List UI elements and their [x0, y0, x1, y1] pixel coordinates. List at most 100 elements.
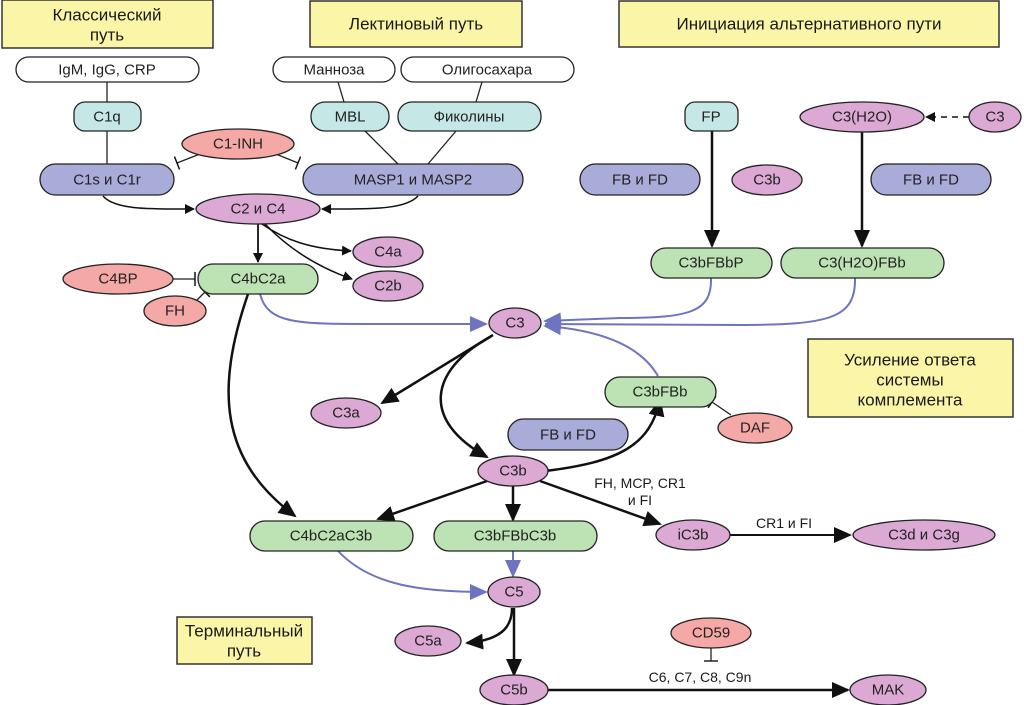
- node-c3bfbb: C3bFBb: [604, 376, 717, 408]
- node-c3a: C3a: [310, 397, 382, 429]
- node-ficolins: Фиколины: [397, 101, 542, 132]
- node-label: C3: [505, 315, 524, 332]
- node-label: C3bFBbC3b: [474, 528, 557, 545]
- node-label: CD59: [692, 625, 730, 642]
- node-label: C3bFBb: [632, 384, 687, 401]
- title-classical-line-1: Классический: [52, 6, 161, 25]
- node-fh: FH: [143, 295, 207, 327]
- node-label: C2 и C4: [230, 201, 285, 218]
- edges: [102, 81, 969, 698]
- edge-c4bc2a-to-c3: [259, 293, 488, 332]
- node-ic3b: iC3b: [655, 519, 731, 551]
- node-label: FB и FD: [540, 427, 596, 444]
- title-amplification-line-1: Усиление ответа: [844, 351, 976, 370]
- node-c3d-c3g: C3d и C3g: [852, 519, 996, 551]
- node-label: C4bC2aC3b: [290, 528, 373, 545]
- edge-masp-to-c2c4: [321, 195, 419, 215]
- title-alternative-text: Инициация альтернативного пути: [677, 15, 942, 34]
- edge-label-c3b-to-ic3b-line-2: и FI: [628, 492, 652, 508]
- node-label: C4a: [374, 244, 402, 261]
- node-label: C3(H2O)FBb: [818, 255, 906, 272]
- node-mannose: Манноза: [272, 56, 396, 83]
- node-c2b: C2b: [352, 270, 424, 302]
- node-label: C3d и C3g: [888, 527, 960, 544]
- node-c3b-alt: C3b: [731, 164, 803, 196]
- title-classical: Классический путь: [1, 0, 214, 49]
- node-c3b: C3b: [477, 455, 549, 487]
- node-mbl: MBL: [310, 101, 390, 132]
- edge-c3b-to-ic3b: [539, 479, 662, 527]
- edge-c5-to-c5a: [465, 607, 514, 650]
- node-label: C1-INH: [213, 136, 263, 153]
- title-amplification-line-3: комплемента: [858, 391, 963, 410]
- node-label: C3b: [753, 172, 781, 189]
- node-label: Манноза: [304, 62, 366, 79]
- node-c4bc2a: C4bC2a: [197, 263, 319, 295]
- node-label: C1q: [93, 109, 121, 126]
- node-label: C5a: [414, 633, 442, 650]
- edge-oligo-to-ficolins: [475, 81, 483, 103]
- node-c1-inh: C1-INH: [181, 128, 295, 160]
- edge-c3bfbb-to-c3: [543, 319, 659, 377]
- node-label: C1s и C1r: [73, 172, 141, 189]
- node-label: C3: [985, 109, 1004, 126]
- node-c5a: C5a: [394, 625, 462, 657]
- node-masp: MASP1 и MASP2: [302, 163, 524, 196]
- node-c2-c4: C2 и C4: [195, 193, 321, 225]
- node-label: FB и FD: [612, 172, 668, 189]
- node-label: C3(H2O): [832, 109, 892, 126]
- node-label: MBL: [335, 109, 366, 126]
- node-fb-fd-2: FB и FD: [870, 163, 992, 196]
- node-oligosaccharides: Олигосахара: [400, 56, 575, 83]
- node-label: FH: [165, 303, 185, 320]
- node-label: DAF: [740, 420, 770, 437]
- edge-mannose-to-mbl: [337, 81, 345, 103]
- edge-label-c5b-to-mak: C6, C7, C8, C9n: [649, 669, 752, 685]
- node-label: FB и FD: [903, 172, 959, 189]
- node-label: MASP1 и MASP2: [354, 172, 472, 189]
- node-c5b: C5b: [479, 674, 549, 705]
- node-c3h2o: C3(H2O): [799, 101, 925, 133]
- edge-c1s-to-c2c4: [102, 195, 195, 215]
- title-classical-line-2: путь: [90, 26, 124, 45]
- edge-label-c3b-to-ic3b-line-1: FH, MCP, CR1: [594, 475, 686, 491]
- node-label: C3bFBbP: [678, 255, 743, 272]
- node-label: FP: [701, 109, 720, 126]
- node-c5: C5: [487, 576, 541, 608]
- node-label: C5: [504, 584, 523, 601]
- edge-c2c4-to-c2b: [264, 223, 353, 281]
- node-c3bfbbc3b: C3bFBbC3b: [433, 520, 598, 552]
- node-c3bfbbp: C3bFBbP: [650, 247, 773, 279]
- node-fb-fd-3: FB и FD: [507, 418, 629, 451]
- node-c4bp: C4BP: [62, 263, 174, 295]
- node-c4a: C4a: [352, 236, 424, 268]
- edge-c4bc2ac3b-to-c5: [337, 550, 488, 600]
- node-cd59: CD59: [670, 617, 752, 649]
- title-terminal-line-2: путь: [227, 642, 261, 661]
- node-label: C5b: [500, 682, 528, 699]
- node-c3h2ofbb: C3(H2O)FBb: [780, 247, 945, 279]
- node-c3: C3: [488, 307, 542, 339]
- title-lectin: Лектиновый путь: [309, 0, 523, 48]
- node-label: MAK: [872, 682, 905, 699]
- edge-c3b-to-c4bc2ac3b: [376, 479, 488, 522]
- node-c4bc2ac3b: C4bC2aC3b: [249, 520, 414, 552]
- title-terminal-line-1: Терминальный: [185, 622, 303, 641]
- node-label: C2b: [374, 278, 402, 295]
- node-label: Олигосахара: [442, 62, 533, 79]
- title-amplification-line-2: системы: [876, 371, 943, 390]
- node-c1q: C1q: [73, 101, 142, 132]
- node-mak: MAK: [849, 674, 927, 705]
- title-amplification: Усиление ответа системы комплемента: [807, 338, 1014, 418]
- title-alternative: Инициация альтернативного пути: [618, 0, 1000, 48]
- node-igm-igg-crp: IgM, IgG, CRP: [15, 56, 200, 83]
- edge-ficolins-to-masp: [427, 130, 457, 165]
- edge-c3b-to-c3bfbb: [544, 398, 665, 473]
- edge-c3-to-c3b: [439, 335, 491, 459]
- node-label: C4bC2a: [230, 271, 286, 288]
- node-c3-alt: C3: [968, 101, 1022, 133]
- node-fb-fd-1: FB и FD: [579, 163, 701, 196]
- edge-daf-inhibits-c3bfbb: [707, 395, 732, 416]
- edge-c3bfbbp-to-c3: [543, 277, 713, 329]
- title-terminal: Терминальный путь: [176, 616, 313, 665]
